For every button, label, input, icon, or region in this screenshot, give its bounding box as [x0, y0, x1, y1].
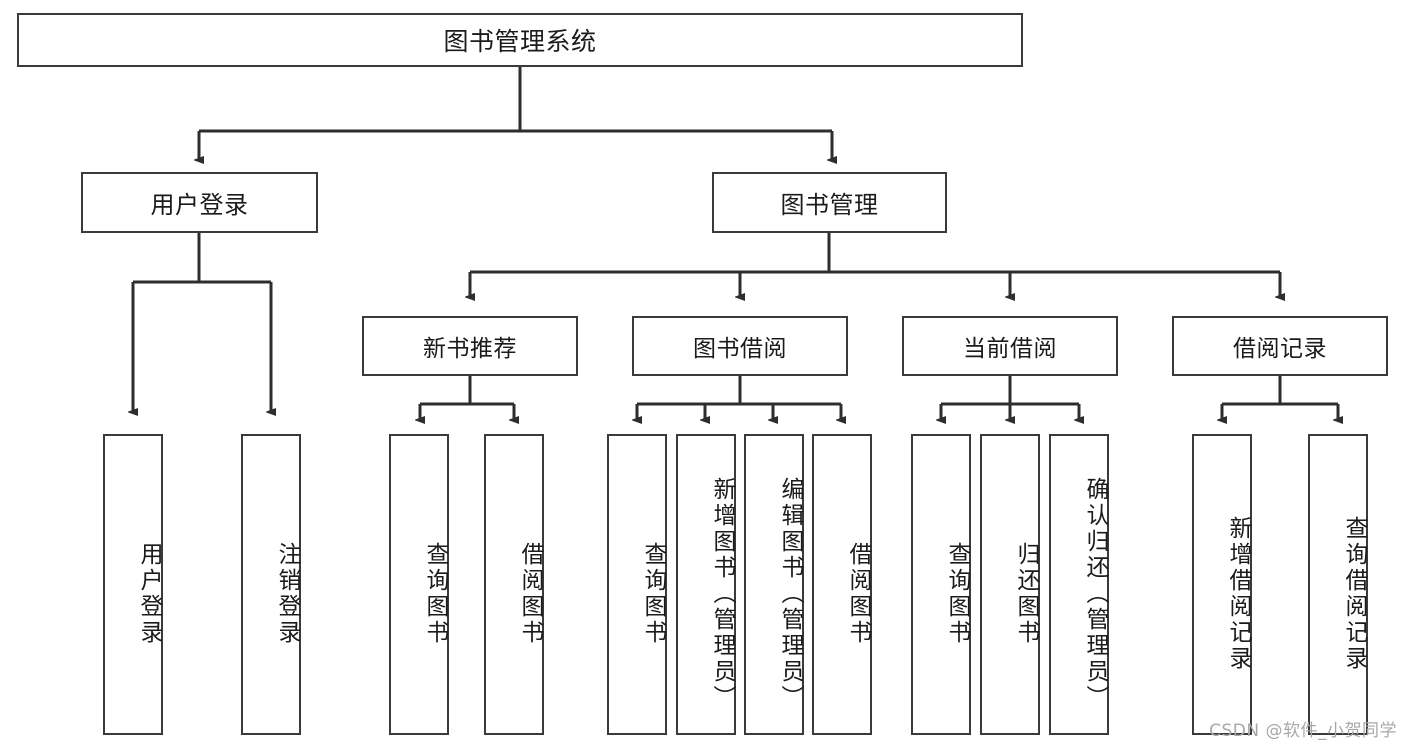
node-label: 新增图书（管理员）: [709, 476, 735, 711]
node-label: 确认归还（管理员）: [1082, 476, 1108, 711]
node-label: 新增借阅记录: [1225, 515, 1251, 672]
node-label: 归还图书: [1013, 541, 1039, 646]
leaf-user-login[interactable]: 用户登录: [103, 434, 163, 735]
node-label: 借阅图书: [845, 541, 871, 646]
leaf-query-book-recommend[interactable]: 查询图书: [389, 434, 449, 735]
node-new-book-recommend[interactable]: 新书推荐: [362, 316, 578, 376]
node-label: 借阅图书: [517, 541, 543, 646]
leaf-logout-login[interactable]: 注销登录: [241, 434, 301, 735]
node-current-borrow[interactable]: 当前借阅: [902, 316, 1118, 376]
node-label: 借阅记录: [1233, 336, 1327, 362]
node-label: 编辑图书（管理员）: [777, 476, 803, 711]
node-label: 新书推荐: [423, 336, 517, 362]
node-label: 图书管理系统: [443, 27, 597, 56]
node-label: 用户登录: [150, 191, 249, 219]
node-label: 查询借阅记录: [1341, 515, 1367, 672]
node-borrow-record[interactable]: 借阅记录: [1172, 316, 1388, 376]
node-label: 图书管理: [780, 191, 879, 219]
node-book-borrow[interactable]: 图书借阅: [632, 316, 848, 376]
node-label: 用户登录: [136, 541, 162, 646]
node-root-book-management-system[interactable]: 图书管理系统: [17, 13, 1023, 67]
csdn-watermark: CSDN @软件_小贺同学: [1209, 721, 1397, 741]
node-label: 查询图书: [640, 541, 666, 646]
leaf-query-borrow-record[interactable]: 查询借阅记录: [1308, 434, 1368, 735]
node-label: 查询图书: [422, 541, 448, 646]
node-label: 注销登录: [274, 541, 300, 646]
leaf-borrow-book-recommend[interactable]: 借阅图书: [484, 434, 544, 735]
node-book-management[interactable]: 图书管理: [712, 172, 947, 233]
leaf-return-book[interactable]: 归还图书: [980, 434, 1040, 735]
leaf-query-book-current[interactable]: 查询图书: [911, 434, 971, 735]
node-user-login[interactable]: 用户登录: [81, 172, 318, 233]
leaf-edit-book-admin[interactable]: 编辑图书（管理员）: [744, 434, 804, 735]
leaf-add-borrow-record[interactable]: 新增借阅记录: [1192, 434, 1252, 735]
leaf-borrow-book[interactable]: 借阅图书: [812, 434, 872, 735]
leaf-confirm-return-admin[interactable]: 确认归还（管理员）: [1049, 434, 1109, 735]
node-label: 图书借阅: [693, 336, 787, 362]
leaf-add-book-admin[interactable]: 新增图书（管理员）: [676, 434, 736, 735]
node-label: 当前借阅: [963, 336, 1057, 362]
node-label: 查询图书: [944, 541, 970, 646]
leaf-query-book-borrow[interactable]: 查询图书: [607, 434, 667, 735]
